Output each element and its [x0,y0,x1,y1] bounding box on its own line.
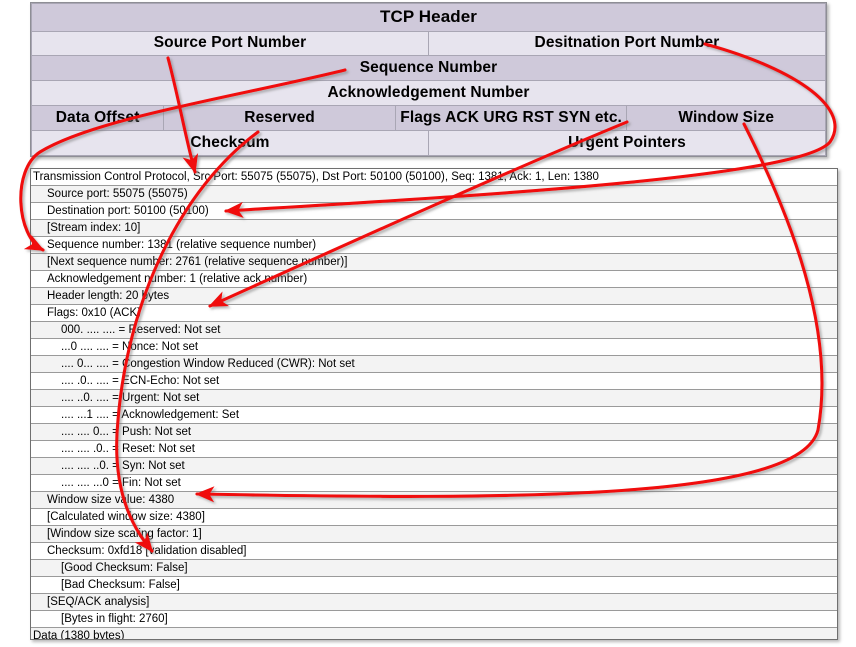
header-field-cell: Sequence Number [31,55,826,82]
packet-detail-row[interactable]: Header length: 20 bytes [31,288,837,305]
header-field-cell: Desitnation Port Number [427,30,827,57]
header-diagram-row: TCP Header [31,3,826,32]
packet-detail-row[interactable]: [SEQ/ACK analysis] [31,594,837,611]
header-field-cell: Data Offset [30,105,165,132]
header-field-cell: Source Port Number [31,30,429,57]
packet-detail-row[interactable]: [Window size scaling factor: 1] [31,526,837,543]
packet-detail-row[interactable]: 000. .... .... = Reserved: Not set [31,322,837,339]
packet-detail-row[interactable]: [Good Checksum: False] [31,560,837,577]
header-diagram-row: Acknowledgement Number [31,80,826,107]
header-field-cell: Urgent Pointers [427,130,827,156]
packet-detail-row[interactable]: .... .0.. .... = ECN-Echo: Not set [31,373,837,390]
header-field-cell: Acknowledgement Number [31,80,826,107]
packet-detail-row[interactable]: .... .... ..0. = Syn: Not set [31,458,837,475]
header-field-cell: Reserved [163,105,396,132]
packet-detail-row[interactable]: [Calculated window size: 4380] [31,509,837,526]
packet-detail-row[interactable]: .... 0... .... = Congestion Window Reduc… [31,356,837,373]
packet-detail-row[interactable]: Sequence number: 1381 (relative sequence… [31,237,837,254]
packet-detail-row[interactable]: Transmission Control Protocol, Src Port:… [31,169,837,186]
packet-detail-row[interactable]: ...0 .... .... = Nonce: Not set [31,339,837,356]
packet-detail-row[interactable]: Destination port: 50100 (50100) [31,203,837,220]
packet-detail-row[interactable]: .... .... 0... = Push: Not set [31,424,837,441]
packet-detail-row[interactable]: .... ...1 .... = Acknowledgement: Set [31,407,837,424]
packet-detail-row[interactable]: [Stream index: 10] [31,220,837,237]
packet-detail-row[interactable]: Acknowledgement number: 1 (relative ack … [31,271,837,288]
packet-detail-row[interactable]: Flags: 0x10 (ACK) [31,305,837,322]
header-field-cell: Flags ACK URG RST SYN etc. [394,105,628,132]
packet-detail-pane[interactable]: Transmission Control Protocol, Src Port:… [30,168,838,640]
packet-detail-row[interactable]: .... ..0. .... = Urgent: Not set [31,390,837,407]
packet-detail-row[interactable]: [Bytes in flight: 2760] [31,611,837,628]
header-field-cell: Window Size [626,105,826,132]
packet-detail-row[interactable]: Data (1380 bytes) [31,628,837,639]
packet-detail-row[interactable]: .... .... .0.. = Reset: Not set [31,441,837,458]
header-field-cell: TCP Header [31,3,826,32]
packet-detail-row[interactable]: Window size value: 4380 [31,492,837,509]
header-field-cell: Checksum [31,130,429,156]
packet-detail-row[interactable]: .... .... ...0 = Fin: Not set [31,475,837,492]
packet-detail-row[interactable]: [Bad Checksum: False] [31,577,837,594]
header-diagram-row: Sequence Number [31,55,826,82]
packet-detail-row[interactable]: Checksum: 0xfd18 [validation disabled] [31,543,837,560]
packet-detail-row[interactable]: Source port: 55075 (55075) [31,186,837,203]
packet-detail-row[interactable]: [Next sequence number: 2761 (relative se… [31,254,837,271]
packet-detail-row-list: Transmission Control Protocol, Src Port:… [31,169,837,639]
